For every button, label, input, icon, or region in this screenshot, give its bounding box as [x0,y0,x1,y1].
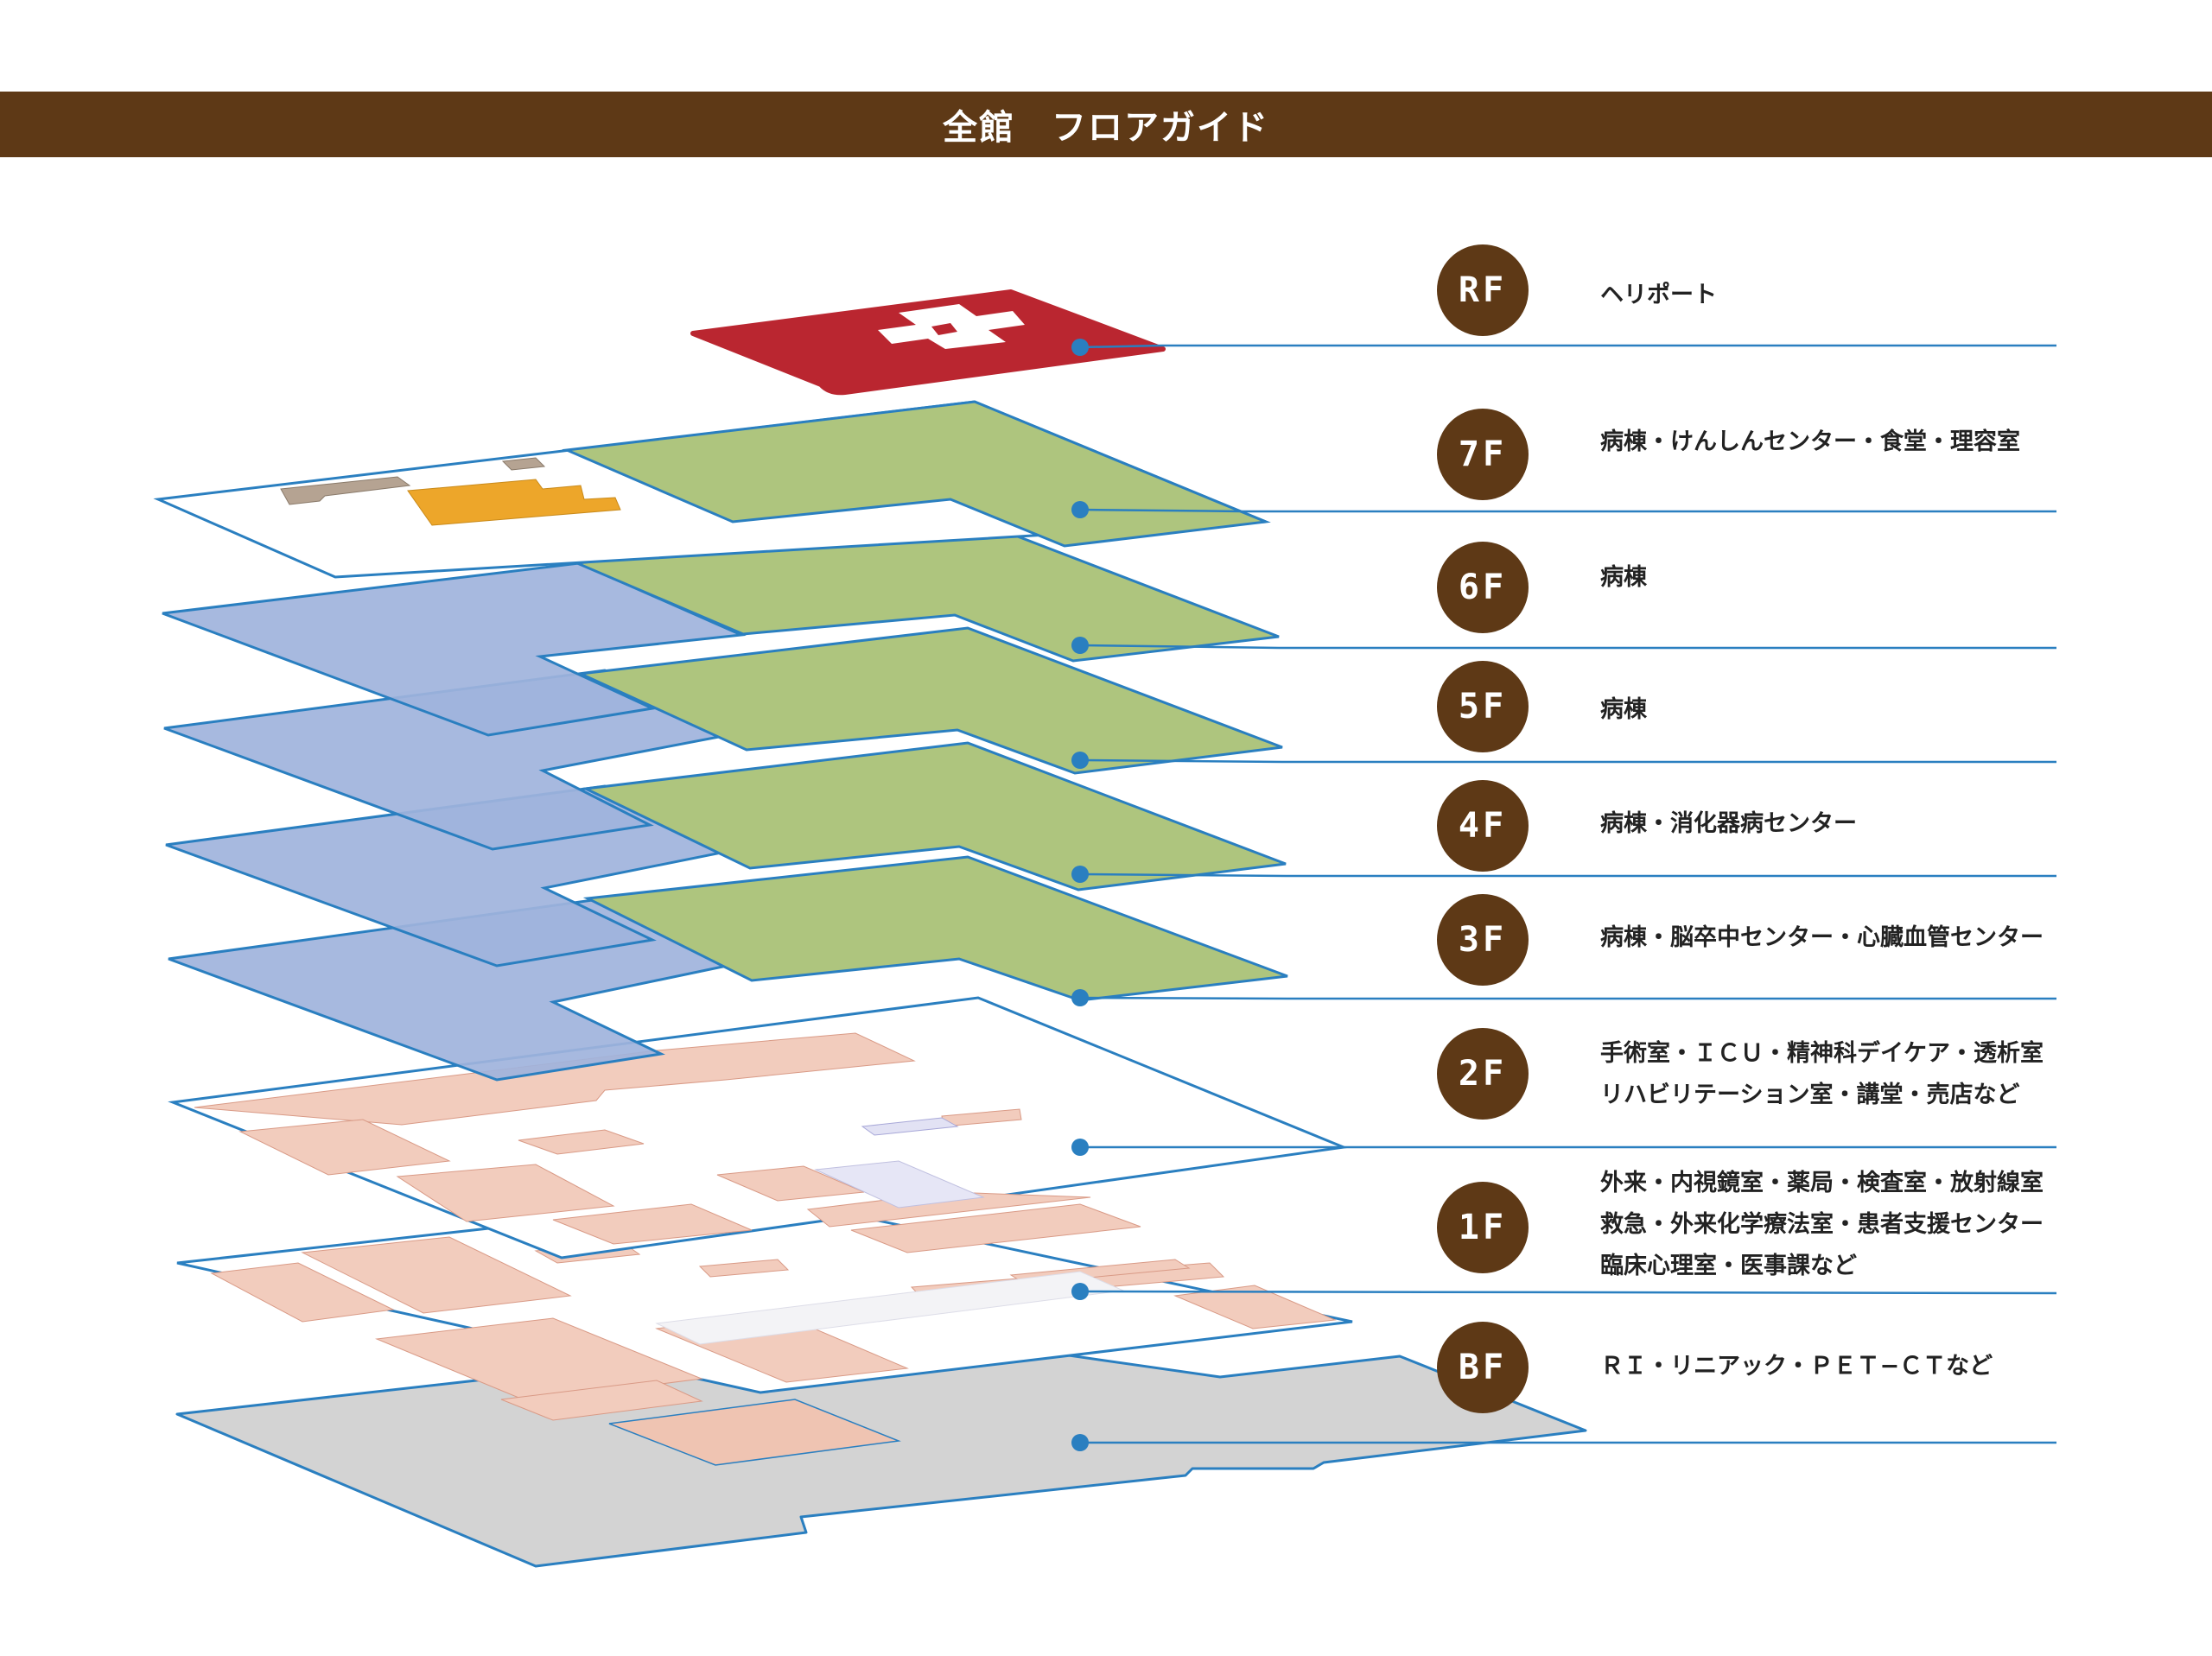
floor-badge-2f[interactable]: 2F [1437,1028,1529,1120]
floor-desc-line: ＲＩ・リニアック・ＰＥＴ−ＣＴなど [1600,1353,1993,1380]
floor-badge-rf[interactable]: RF [1437,244,1529,336]
ward-3f [582,855,1288,1002]
connector-7f [1079,508,2056,513]
room [698,1259,790,1278]
room [375,1317,703,1402]
dot-7f [1071,501,1089,518]
connector-6f [1079,644,2056,650]
page-title: 全館 フロアガイド [943,108,1269,148]
room [552,1203,753,1245]
room [1173,1285,1337,1329]
floor-7f-plate[interactable] [153,400,1271,579]
cafeteria [407,479,621,526]
floor-desc-line: 外来・内視鏡室・薬局・検査室・放射線室 [1600,1170,2044,1196]
floor-badge-5f[interactable]: 5F [1437,661,1529,752]
connector-rf [1079,344,2056,349]
floor-badge-1f[interactable]: 1F [1437,1182,1529,1273]
room [850,1203,1141,1253]
dot-5f [1071,752,1089,769]
dot-2f [1071,1139,1089,1156]
connector-dots [1071,339,1089,1451]
east-wing-plates [162,562,757,1082]
room [396,1164,615,1222]
room [500,1380,703,1421]
floor-desc-line: 手術室・ＩＣＵ・精神科デイケア・透析室 [1600,1040,2044,1067]
floor-desc-rf: ヘリポート [1600,275,1717,316]
ward-5f [575,626,1283,775]
page-header: 全館 フロアガイド [0,92,2212,157]
floor-desc-line: 病棟・消化器病センター [1600,810,1857,837]
floor-desc-1f: 外来・内視鏡室・薬局・検査室・放射線室 救急・外来化学療法室・患者支援センター … [1600,1163,2044,1287]
floor-badge-4f[interactable]: 4F [1437,780,1529,872]
floor-desc-line: 病棟 [1600,564,1647,591]
lab-room [814,1160,985,1209]
floor-desc-line: 病棟・脳卒中センター・心臓血管センター [1600,924,2044,951]
floor-badge-6f[interactable]: 6F [1437,542,1529,633]
floor-badge-3f[interactable]: 3F [1437,894,1529,986]
connector-4f [1079,872,2056,878]
floor-3f-plate[interactable] [582,855,1288,1002]
floor-desc-7f: 病棟・けんしんセンター・食堂・理容室 [1600,422,2020,463]
dot-1f [1071,1283,1089,1300]
heliport-pad [690,289,1166,396]
dot-3f [1071,989,1089,1006]
floor-desc-6f: 病棟 [1600,557,1647,599]
heliport-cross-icon [878,304,1025,349]
room [194,1032,916,1126]
floor-desc-2f: 手術室・ＩＣＵ・精神科デイケア・透析室 リハビリテーション室・講堂・売店など [1600,1033,2044,1116]
floor-badge-bf[interactable]: BF [1437,1322,1529,1413]
floor-desc-bf: ＲＩ・リニアック・ＰＥＴ−ＣＴなど [1600,1346,1993,1387]
floor-desc-line: 臨床心理室・医事課など [1600,1253,1857,1279]
floor-desc-line: 病棟 [1600,696,1647,723]
dot-rf [1071,339,1089,356]
floor-desc-3f: 病棟・脳卒中センター・心臓血管センター [1600,917,2044,959]
floor-desc-line: ヘリポート [1600,282,1717,308]
lab-room [861,1117,959,1136]
floor-desc-line: リハビリテーション室・講堂・売店など [1600,1082,2020,1108]
connector-5f [1079,758,2056,764]
floor-5f-plate[interactable] [575,626,1283,775]
connector-3f [1079,996,2056,1000]
dot-4f [1071,866,1089,883]
room [301,1236,572,1314]
connector-1f [1079,1290,2057,1295]
barber-room [280,476,411,505]
floor-desc-line: 救急・外来化学療法室・患者支援センター [1600,1211,2044,1238]
floor-1f-plate[interactable] [176,1196,1353,1421]
dot-6f [1071,637,1089,654]
ward-4f [581,741,1287,891]
floor-rf-plate[interactable] [690,289,1166,396]
basement-room [608,1399,901,1466]
floor-desc-5f: 病棟 [1600,689,1647,731]
floor-4f-plate[interactable] [581,741,1287,891]
room [210,1262,395,1323]
connector-lines [1079,344,2057,1444]
floor-2f-plate[interactable] [168,996,1349,1259]
room [238,1119,451,1176]
floor-desc-line: 病棟・けんしんセンター・食堂・理容室 [1600,428,2020,455]
floor-badge-7f[interactable]: 7F [1437,409,1529,500]
room [518,1129,645,1155]
small-room [501,457,546,471]
dot-bf [1071,1434,1089,1451]
floor-desc-4f: 病棟・消化器病センター [1600,803,1857,845]
